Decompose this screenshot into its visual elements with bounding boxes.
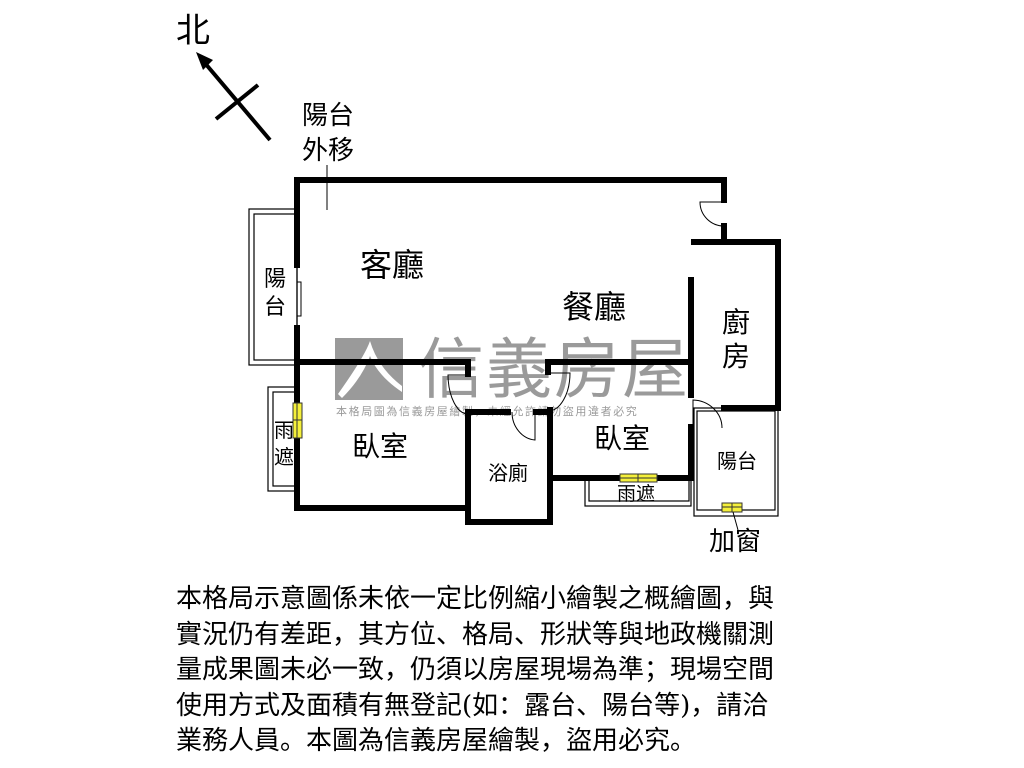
- right-balcony-label: 陽台: [717, 449, 757, 473]
- bathroom-label: 浴廁: [488, 461, 528, 485]
- doors: [296, 201, 725, 441]
- watermark-brand: 信義房屋: [418, 331, 690, 408]
- bedroom-left-label: 臥室: [352, 430, 408, 463]
- disclaimer-line: 業務人員。本圖為信義房屋繪製，盜用必究。: [176, 726, 697, 756]
- rain-shade-left-label: 雨: [274, 418, 294, 442]
- bedroom-right-label: 臥室: [594, 422, 650, 455]
- rain-shade-left-label: 遮: [274, 445, 294, 469]
- north-arrow-icon: [196, 52, 272, 142]
- disclaimer-line: 本格局示意圖係未依一定比例縮小繪製之概繪圖，與: [176, 584, 775, 614]
- dining-room-label: 餐廳: [562, 288, 626, 326]
- windows: [292, 402, 743, 513]
- living-room-label: 客廳: [360, 246, 424, 284]
- disclaimer-line: 實況仍有差距，其方位、格局、形狀等與地政機關測: [176, 619, 775, 650]
- disclaimer: 本格局示意圖係未依一定比例縮小繪製之概繪圖，與 實況仍有差距，其方位、格局、形狀…: [176, 582, 876, 760]
- disclaimer-line: 量成果圖未必一致，仍須以房屋現場為準；現場空間: [176, 655, 775, 685]
- rain-shade-bottom-label: 雨遮: [617, 483, 655, 505]
- balcony-moved-label: 陽台: [302, 101, 354, 131]
- kitchen-label: 房: [722, 340, 750, 373]
- leader-line: [732, 511, 739, 531]
- walls: [294, 177, 781, 525]
- disclaimer-line: 使用方式及面積有無登記(如：露台、陽台等)，請洽: [176, 690, 769, 721]
- added-window-label: 加窗: [709, 527, 761, 557]
- balcony-moved-label: 外移: [302, 136, 354, 166]
- left-balcony-label: 台: [264, 295, 286, 320]
- watermark-logo: [335, 338, 403, 400]
- left-balcony-label: 陽: [264, 267, 286, 292]
- north-label: 北: [176, 11, 210, 51]
- kitchen-label: 廚: [722, 306, 750, 339]
